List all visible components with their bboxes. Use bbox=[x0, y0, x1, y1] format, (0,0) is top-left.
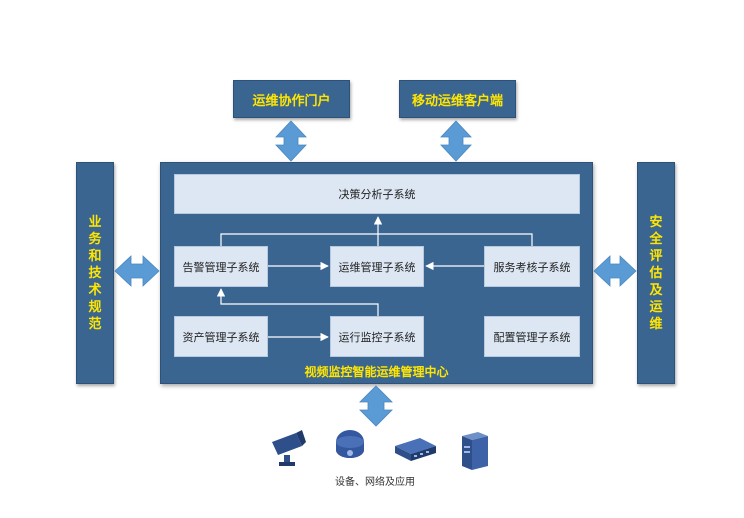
right-side-char: 评 bbox=[649, 248, 663, 264]
devices-double-arrow bbox=[359, 385, 393, 427]
portal-double-arrow bbox=[275, 120, 307, 162]
devices-caption: 设备、网络及应用 bbox=[335, 477, 415, 488]
portal-label: 运维协作门户 bbox=[252, 93, 331, 109]
decision-subsystem: 决策分析子系统 bbox=[174, 174, 580, 214]
mobile-double-arrow bbox=[440, 120, 472, 162]
right-side-char: 维 bbox=[649, 316, 663, 332]
ops-subsystem-label: 运维管理子系统 bbox=[338, 260, 416, 274]
monitor-subsystem: 运行监控子系统 bbox=[330, 316, 424, 357]
monitor-subsystem-label: 运行监控子系统 bbox=[338, 330, 416, 344]
left-side-char: 业 bbox=[88, 214, 102, 230]
left-side-box: 业 务 和 技 术 规 范 bbox=[76, 162, 114, 384]
alarm-up-line bbox=[220, 233, 378, 246]
service-subsystem: 服务考核子系统 bbox=[484, 246, 580, 287]
config-subsystem: 配置管理子系统 bbox=[484, 316, 580, 357]
right-side-char: 及 bbox=[649, 282, 663, 298]
decision-subsystem-label: 决策分析子系统 bbox=[338, 188, 416, 201]
left-side-char: 技 bbox=[88, 265, 102, 281]
right-side-char: 运 bbox=[649, 299, 663, 315]
ops-center-title: 视频监控智能运维管理中心 bbox=[304, 365, 449, 379]
left-side-char: 范 bbox=[88, 316, 102, 332]
left-side-char: 规 bbox=[88, 299, 102, 315]
asset-subsystem-label: 资产管理子系统 bbox=[182, 330, 260, 344]
ops-subsystem: 运维管理子系统 bbox=[330, 246, 424, 287]
alarm-subsystem: 告警管理子系统 bbox=[174, 246, 268, 287]
service-subsystem-label: 服务考核子系统 bbox=[493, 260, 571, 274]
right-side-char: 全 bbox=[649, 231, 663, 247]
right-double-arrow bbox=[593, 255, 637, 287]
mobile-client-label: 移动运维客户端 bbox=[411, 93, 503, 109]
alarm-subsystem-label: 告警管理子系统 bbox=[182, 260, 260, 274]
service-up-line bbox=[378, 233, 533, 246]
config-subsystem-label: 配置管理子系统 bbox=[493, 330, 571, 344]
camera-icon bbox=[272, 430, 306, 466]
left-side-char: 术 bbox=[88, 282, 102, 298]
portal-box: 运维协作门户 bbox=[233, 80, 350, 118]
dome-camera-icon bbox=[336, 430, 364, 458]
monitor-to-alarm-line bbox=[216, 288, 379, 316]
asset-subsystem: 资产管理子系统 bbox=[174, 316, 268, 357]
right-side-char: 安 bbox=[649, 214, 663, 230]
right-side-box: 安 全 评 估 及 运 维 bbox=[637, 162, 675, 384]
mobile-client-box: 移动运维客户端 bbox=[399, 80, 516, 118]
network-switch-icon bbox=[395, 438, 436, 461]
right-side-char: 估 bbox=[649, 265, 663, 281]
left-side-char: 和 bbox=[88, 248, 102, 264]
server-icon bbox=[462, 432, 488, 470]
left-side-char: 务 bbox=[88, 231, 102, 247]
left-double-arrow bbox=[114, 255, 160, 287]
